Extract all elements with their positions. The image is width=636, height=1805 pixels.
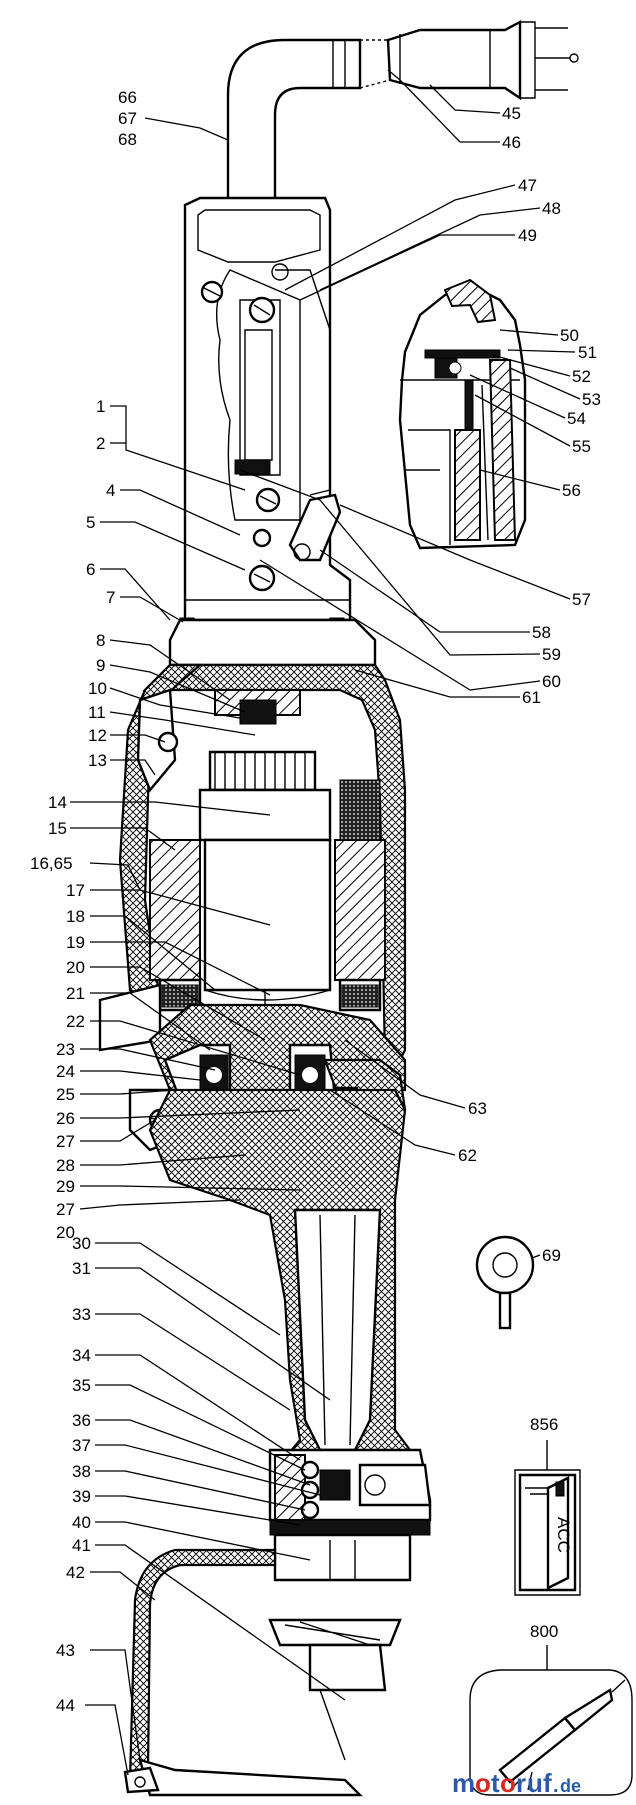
wm-r: r (516, 1768, 526, 1798)
callout-10: 10 (88, 679, 107, 698)
callout-8: 8 (96, 631, 105, 650)
callout-62: 62 (458, 1146, 477, 1165)
callout-19: 19 (66, 933, 85, 952)
callout-60: 60 (542, 672, 561, 691)
wm-t: t (491, 1768, 500, 1798)
callout-69: 69 (542, 1246, 561, 1265)
callout-39: 39 (72, 1487, 91, 1506)
callout-55: 55 (572, 437, 591, 456)
guard-and-blade (123, 1548, 402, 1797)
callout-4: 4 (106, 481, 115, 500)
callout-36: 36 (72, 1411, 91, 1430)
acc-label: ACC (554, 1517, 573, 1553)
callout-41: 41 (72, 1536, 91, 1555)
callout-labels: 66 67 68 45 46 47 48 49 50 51 52 53 54 5… (30, 88, 601, 1715)
callout-52: 52 (572, 367, 591, 386)
wm-o2: o (500, 1768, 516, 1798)
callout-34: 34 (72, 1346, 91, 1365)
callout-9: 9 (96, 656, 105, 675)
callout-49: 49 (518, 226, 537, 245)
callout-57: 57 (572, 590, 591, 609)
accessory-69-ring (475, 1235, 535, 1330)
callout-11: 11 (88, 703, 106, 722)
callout-25: 25 (56, 1085, 75, 1104)
callout-35: 35 (72, 1376, 91, 1395)
callout-30: 30 (72, 1234, 91, 1253)
callout-13: 13 (88, 751, 107, 770)
callout-40: 40 (72, 1513, 91, 1532)
callout-68: 68 (118, 130, 137, 149)
callout-6: 6 (86, 560, 95, 579)
callout-61: 61 (522, 688, 541, 707)
callout-42: 42 (66, 1563, 85, 1582)
callout-20b: 20 (56, 1223, 75, 1242)
callout-67: 67 (118, 109, 137, 128)
wm-f: f (543, 1768, 552, 1798)
wm-u: u (527, 1768, 543, 1798)
callout-56: 56 (562, 481, 581, 500)
callout-37: 37 (72, 1436, 91, 1455)
callout-58: 58 (532, 623, 551, 642)
handle-housing (179, 196, 352, 629)
callout-50: 50 (560, 326, 579, 345)
watermark-logo: m o t o r u f . de (452, 1768, 581, 1798)
switch-cutaway-inset (398, 278, 527, 550)
callout-29: 29 (56, 1177, 75, 1196)
callout-33: 33 (72, 1305, 91, 1324)
callout-45: 45 (502, 104, 521, 123)
callout-27b: 27 (56, 1200, 75, 1219)
callout-28: 28 (56, 1156, 75, 1175)
callout-27: 27 (56, 1132, 75, 1151)
callout-47: 47 (518, 176, 537, 195)
callout-20: 20 (66, 958, 85, 977)
callout-21: 21 (66, 984, 85, 1003)
callout-2: 2 (96, 434, 105, 453)
wm-de: de (560, 1776, 581, 1796)
callout-1: 1 (96, 397, 105, 416)
callout-26: 26 (56, 1109, 75, 1128)
accessory-856-box: ACC (514, 1440, 581, 1596)
callout-23: 23 (56, 1040, 75, 1059)
callout-16-65: 16,65 (30, 854, 73, 873)
wm-dot: . (553, 1775, 559, 1797)
callout-43: 43 (56, 1641, 75, 1660)
callout-5: 5 (86, 513, 95, 532)
callout-59: 59 (542, 645, 561, 664)
callout-53: 53 (582, 390, 601, 409)
callout-44: 44 (56, 1696, 75, 1715)
callout-48: 48 (542, 199, 561, 218)
callout-15: 15 (48, 819, 67, 838)
callout-63: 63 (468, 1099, 487, 1118)
callout-22: 22 (66, 1012, 85, 1031)
callout-856: 856 (530, 1415, 558, 1434)
accessory-800-oiler (469, 1645, 633, 1796)
callout-54: 54 (567, 409, 586, 428)
callout-66: 66 (118, 88, 137, 107)
callout-17: 17 (66, 881, 85, 900)
callout-14: 14 (48, 793, 67, 812)
callout-18: 18 (66, 907, 85, 926)
callout-51: 51 (578, 343, 597, 362)
callout-12: 12 (88, 726, 107, 745)
callout-38: 38 (72, 1462, 91, 1481)
callout-46: 46 (502, 133, 521, 152)
callout-24: 24 (56, 1062, 75, 1081)
wm-o1: o (475, 1768, 491, 1798)
wm-m: m (452, 1768, 475, 1798)
leader-lines (70, 69, 581, 1776)
callout-31: 31 (72, 1259, 91, 1278)
callout-7: 7 (106, 588, 115, 607)
plug (359, 20, 579, 101)
spindle-housing (148, 1088, 432, 1582)
callout-800: 800 (530, 1622, 558, 1641)
